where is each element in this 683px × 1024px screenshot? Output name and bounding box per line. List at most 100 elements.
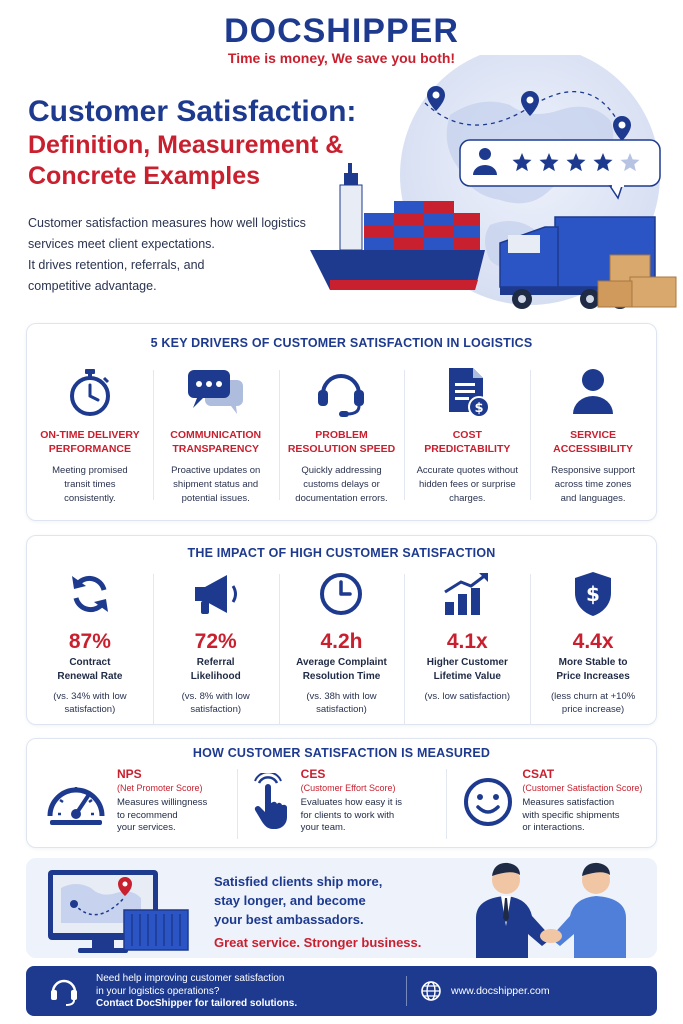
impact-value: 72%	[194, 630, 237, 653]
metric-full-name: (Customer Effort Score)	[300, 783, 396, 793]
metric-abbr: NPS	[117, 767, 142, 781]
megaphone-icon	[194, 575, 237, 614]
growth-chart-icon	[444, 572, 489, 615]
driver-desc: consistently.	[64, 493, 116, 504]
hero-title-line3: Concrete Examples	[28, 162, 261, 190]
impact-label: Higher Customer	[426, 657, 508, 668]
map-pin-icon	[427, 85, 445, 111]
hero-desc-line: competitive advantage.	[28, 279, 157, 293]
monitor-map-icon	[48, 870, 189, 953]
impact-title: THE IMPACT OF HIGH CUSTOMER SATISFACTION	[187, 546, 496, 560]
metric-desc: for clients to work with	[300, 809, 395, 821]
impact-label: Price Increases	[556, 671, 630, 682]
rating-bubble	[459, 139, 661, 200]
driver-desc: customs delays or	[303, 479, 380, 490]
brand-tagline: Time is money, We save you both!	[227, 50, 456, 66]
metric-full-name: (Customer Satisfaction Score)	[522, 783, 643, 793]
impact-label: Lifetime Value	[433, 671, 501, 682]
driver-title: TRANSPARENCY	[172, 443, 260, 455]
cargo-ship-icon	[310, 163, 485, 290]
metric-desc: Evaluates how easy it is	[300, 797, 403, 808]
impact-note: satisfaction)	[316, 704, 367, 715]
driver-desc: Proactive updates on	[171, 465, 261, 476]
person-icon	[573, 369, 614, 414]
impact-label: Contract	[69, 657, 111, 668]
invoice-dollar-icon: $	[449, 368, 491, 418]
hero-desc-line: Customer satisfaction measures how well …	[28, 216, 306, 230]
driver-desc: Responsive support	[551, 465, 636, 476]
logo-wordmark: DOCSHIPPER	[224, 12, 459, 50]
shield-dollar-icon: $	[575, 572, 612, 616]
hero-desc-line: It drives retention, referrals, and	[28, 258, 205, 272]
measured-title: HOW CUSTOMER SATISFACTION IS MEASURED	[192, 746, 491, 760]
metric-item: NPS (Net Promoter Score) Measures willin…	[27, 767, 237, 837]
headset-icon	[51, 979, 77, 1006]
impact-note: (less churn at +10%	[550, 691, 636, 702]
brand-logo: DOCSHIPPER Time is money, We save you bo…	[0, 14, 683, 66]
driver-desc: and languages.	[560, 493, 626, 504]
footer-divider	[406, 976, 407, 1006]
impact-note: satisfaction)	[190, 704, 242, 715]
metric-item: CSAT (Customer Satisfaction Score) Measu…	[446, 767, 656, 839]
metric-abbr: CSAT	[522, 767, 555, 781]
driver-desc: across time zones	[554, 479, 632, 490]
impact-note: satisfaction)	[64, 704, 116, 715]
svg-text:$: $	[475, 401, 484, 416]
hero-title: Customer Satisfaction: Definition, Measu…	[28, 94, 358, 192]
impact-note: (vs. 38h with low	[306, 691, 377, 702]
handshake-people-icon	[476, 862, 626, 958]
metric-desc: Measures willingness	[117, 797, 208, 808]
impact-label: Renewal Rate	[57, 671, 123, 682]
metric-item: CES (Customer Effort Score) Evaluates ho…	[236, 767, 447, 839]
banner-slogan: Great service. Stronger business.	[214, 935, 422, 950]
driver-title: PERFORMANCE	[48, 443, 132, 455]
impact-label: Likelihood	[190, 671, 241, 682]
website-link[interactable]: www.docshipper.com	[451, 985, 550, 997]
star-filled-icon	[593, 153, 613, 172]
driver-desc: shipment status and	[173, 479, 259, 490]
star-filled-icon	[566, 153, 586, 172]
driver-item: COMMUNICATION TRANSPARENCY Proactive upda…	[152, 364, 279, 506]
driver-desc: Accurate quotes without	[416, 465, 518, 476]
impact-label: Average Complaint	[296, 657, 387, 668]
impact-value: 4.4x	[572, 630, 614, 653]
impact-note: (vs. low satisfaction)	[424, 691, 511, 702]
svg-text:$: $	[586, 582, 600, 606]
impact-label: Referral	[196, 657, 235, 668]
banner-line: your best ambassadors.	[214, 912, 364, 927]
tap-hand-icon	[253, 773, 287, 829]
metric-full-name: (Net Promoter Score)	[117, 783, 203, 793]
driver-desc: transit times	[64, 479, 116, 490]
star-filled-icon	[539, 153, 559, 172]
hero-illustration	[310, 55, 677, 309]
driver-title: COMMUNICATION	[170, 429, 262, 441]
star-filled-icon	[512, 153, 532, 172]
driver-title: ON-TIME DELIVERY	[40, 429, 140, 441]
clock-icon	[320, 573, 363, 615]
impact-note: price increase)	[561, 704, 625, 715]
metric-desc: with specific shipments	[522, 809, 620, 821]
driver-title: RESOLUTION SPEED	[287, 443, 396, 455]
promo-banner: Satisfied clients ship more, stay longer…	[26, 858, 657, 958]
impact-panel: THE IMPACT OF HIGH CUSTOMER SATISFACTION…	[26, 535, 657, 725]
metric-desc: your team.	[300, 822, 346, 833]
banner-line: stay longer, and become	[214, 893, 366, 908]
chat-bubbles-icon	[187, 370, 243, 414]
cardboard-boxes-icon	[597, 254, 677, 308]
drivers-title: 5 KEY DRIVERS OF CUSTOMER SATISFACTION I…	[150, 336, 533, 350]
hero-desc-line: services meet client expectations.	[28, 237, 215, 251]
globe-icon	[421, 981, 441, 1001]
metric-abbr: CES	[300, 767, 326, 781]
footer-cta[interactable]: Contact DocShipper for tailored solution…	[96, 998, 298, 1009]
hero-description: Customer satisfaction measures how well …	[28, 213, 318, 297]
impact-note: (vs. 8% with low	[181, 691, 250, 702]
hero-title-line1: Customer Satisfaction:	[28, 95, 357, 128]
map-pin-icon	[613, 116, 631, 141]
